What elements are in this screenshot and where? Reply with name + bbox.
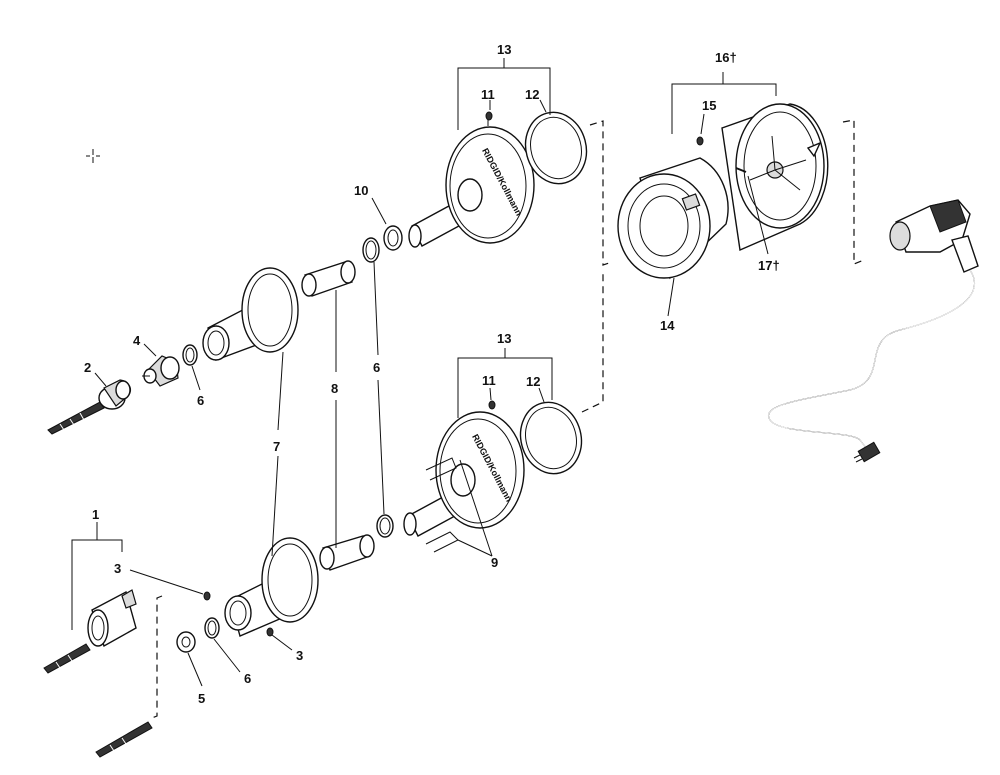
label-13-lower: 13 <box>497 331 511 346</box>
part-3-screw-b <box>266 627 274 637</box>
part-6-ring-lower-left <box>204 617 220 639</box>
part-10-ring <box>383 225 403 251</box>
label-12-upper: 12 <box>525 87 539 102</box>
part-7-hub-upper <box>202 267 299 361</box>
drill-motor <box>889 199 979 273</box>
dash-guide <box>151 595 163 719</box>
bit-tip-lower-b <box>95 721 153 758</box>
part-11-screw-upper <box>485 111 493 121</box>
bracket-13-lower <box>457 357 553 370</box>
label-1: 1 <box>92 507 99 522</box>
part-6-ring-lower <box>376 514 394 538</box>
bit-tip-upper <box>47 401 105 435</box>
part-3-screw-a <box>203 591 211 601</box>
part-12-oring-upper <box>524 111 588 185</box>
part-17-spring <box>735 167 747 173</box>
label-13-upper: 13 <box>497 42 511 57</box>
part-5-nut <box>176 631 196 653</box>
part-4-collet <box>142 355 180 387</box>
label-11-lower: 11 <box>482 373 496 388</box>
part-15-screw <box>696 136 704 146</box>
label-2: 2 <box>84 360 91 375</box>
label-8: 8 <box>331 381 338 396</box>
part-8-bushing-upper <box>301 260 356 297</box>
label-7: 7 <box>273 439 280 454</box>
label-10: 10 <box>354 183 368 198</box>
bracket-13-upper <box>457 67 551 80</box>
label-6-lower-left: 6 <box>244 671 251 686</box>
label-16: 16† <box>715 50 737 65</box>
label-3-left: 3 <box>114 561 121 576</box>
power-cord <box>767 269 976 457</box>
part-9-clips <box>425 457 459 553</box>
label-4: 4 <box>133 333 141 348</box>
power-plug <box>853 441 881 463</box>
part-13-drum-lower: RIDGID/Kollmann <box>403 411 525 537</box>
bit-tip-lower-a <box>43 643 91 674</box>
label-14: 14 <box>660 318 675 333</box>
part-13-drum-upper: RIDGID/Kollmann <box>408 126 535 248</box>
label-15: 15 <box>702 98 716 113</box>
part-6-ring-upper-left <box>182 344 198 366</box>
part-6-ring-upper <box>362 237 380 263</box>
dash-shell-drill <box>842 119 865 265</box>
part-11-screw-lower <box>488 400 496 410</box>
part-2-chuck-nut <box>98 379 132 410</box>
part-16-outer-shell <box>721 103 829 252</box>
bracket-16 <box>671 83 777 98</box>
label-6-upper-left: 6 <box>197 393 204 408</box>
part-12-oring-lower <box>519 401 583 475</box>
part-1-guide <box>87 589 137 648</box>
part-7-hub-lower <box>224 537 319 637</box>
label-9: 9 <box>491 555 498 570</box>
dash-lower-drum <box>581 270 604 413</box>
label-3-right: 3 <box>296 648 303 663</box>
crosshair-icon <box>86 149 100 163</box>
label-5: 5 <box>198 691 205 706</box>
part-8-bushing-lower <box>319 534 375 571</box>
dash-upper-drum <box>589 120 613 266</box>
label-17: 17† <box>758 258 780 273</box>
label-6-center: 6 <box>373 360 380 375</box>
label-11-upper: 11 <box>481 87 495 102</box>
part-14-inner-shell <box>617 157 729 280</box>
label-12-lower: 12 <box>526 374 540 389</box>
